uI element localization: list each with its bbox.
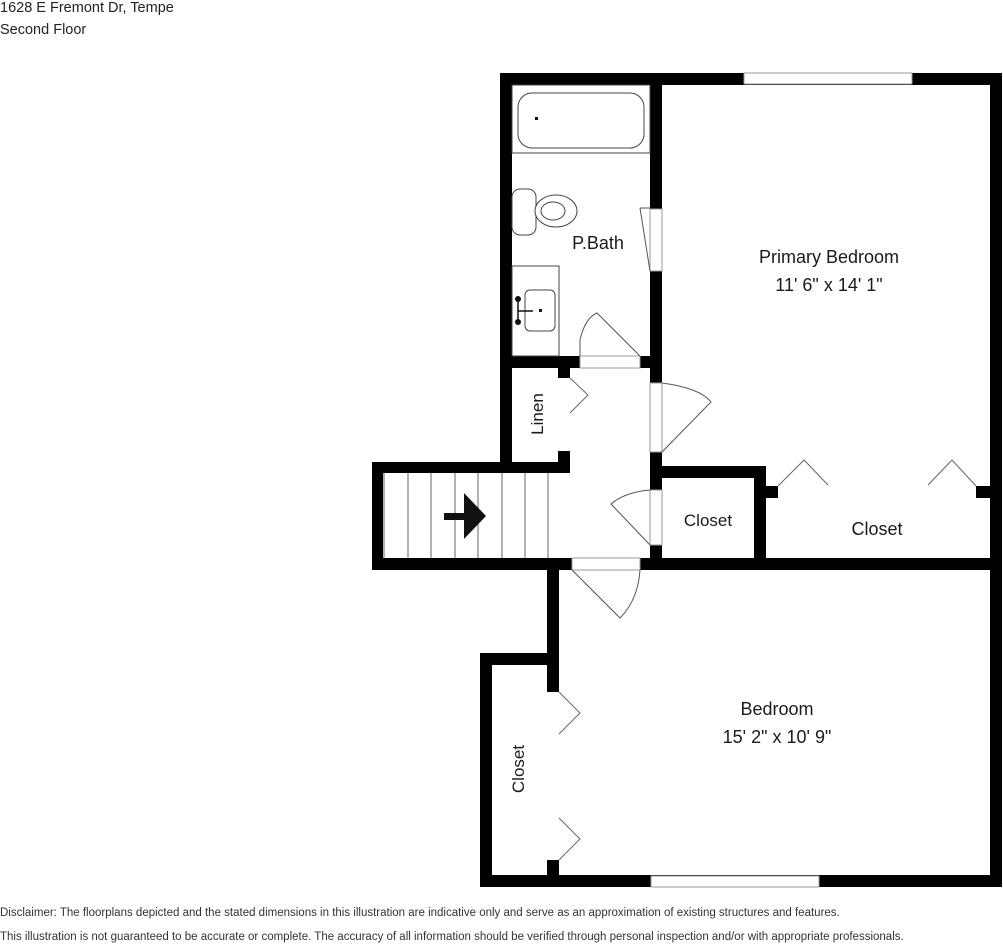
door-bath-primary[interactable] [639, 207, 663, 272]
door-primary-entry[interactable] [649, 382, 712, 453]
vanity-sink [511, 265, 560, 357]
label-bedroom: Bedroom [740, 699, 813, 719]
window-primary-top [743, 72, 913, 85]
wall-mid-left [372, 558, 572, 570]
wall-closet-divider [754, 466, 766, 570]
wall-mid-right [640, 558, 1002, 570]
wall-bath-bottom-2 [640, 356, 662, 368]
wall-bath-left [500, 73, 512, 469]
label-primary-closet: Closet [851, 519, 902, 539]
door-bath-entry[interactable] [579, 312, 641, 369]
wall-closet-top [650, 466, 766, 478]
walls [372, 73, 1002, 887]
wall-bed-closet-top [480, 653, 559, 665]
arrow-right-icon [444, 493, 486, 539]
toilet [511, 188, 578, 236]
door-primary-closet-right[interactable] [927, 459, 977, 487]
door-linen-bifold[interactable] [569, 377, 589, 414]
door-bedroom-entry[interactable] [571, 557, 641, 619]
wall-right [990, 73, 1002, 887]
dims-primary-bedroom: 11' 6" x 14' 1" [775, 275, 882, 295]
disclaimer-line-2: This illustration is not guaranteed to b… [0, 931, 904, 943]
wall-bed-left-upper [547, 558, 559, 692]
door-bedroom-closet-bottom[interactable] [558, 817, 581, 861]
wall-bed-closet-left [480, 653, 492, 887]
wall-stair-left [372, 462, 383, 570]
disclaimer-line-1: Disclaimer: The floorplans depicted and … [0, 907, 840, 919]
label-primary-bath: P.Bath [572, 233, 624, 253]
wall-closet-stub-left [754, 486, 778, 498]
label-bedroom-closet: Closet [509, 745, 528, 793]
wall-bath-primary-2 [650, 271, 662, 383]
label-primary-bedroom: Primary Bedroom [759, 247, 899, 267]
dims-bedroom: 15' 2" x 10' 9" [723, 727, 832, 747]
wall-closet-stub-right [976, 486, 1002, 498]
door-hall-closet[interactable] [610, 489, 663, 546]
bathtub [511, 84, 651, 154]
property-address: 1628 E Fremont Dr, Tempe [0, 0, 174, 16]
wall-linen-stub-top [558, 356, 570, 378]
door-bedroom-closet-top[interactable] [558, 691, 581, 735]
label-hall-closet: Closet [684, 511, 732, 530]
staircase [383, 473, 549, 558]
floor-name: Second Floor [0, 22, 87, 38]
door-primary-closet-left[interactable] [777, 459, 829, 487]
window-bedroom-bottom [650, 875, 820, 888]
wall-stair-top [372, 462, 570, 473]
label-linen: Linen [528, 393, 547, 435]
wall-bath-primary-1 [650, 73, 662, 209]
